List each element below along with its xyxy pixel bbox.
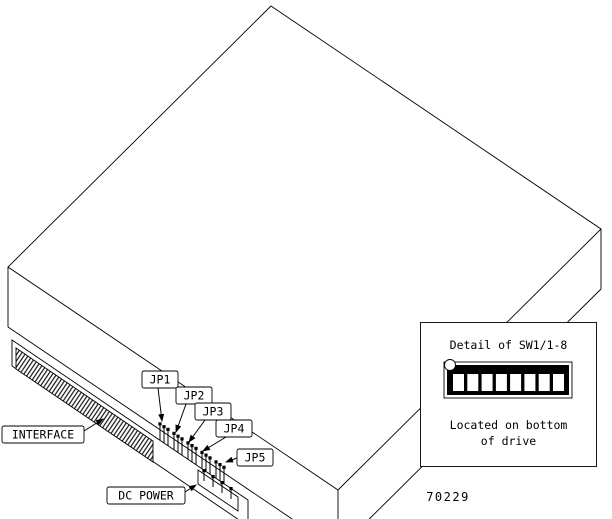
dip-switch-segment	[453, 374, 464, 391]
jp4-label: JP4	[224, 422, 245, 436]
dc-power-label: DC POWER	[118, 489, 173, 503]
interface-leader-line	[83, 418, 104, 432]
dip-switch	[443, 359, 573, 399]
dip-switch-outline	[443, 361, 573, 399]
interface-connector-pins	[15, 347, 154, 463]
callout-jp5: JP5	[236, 448, 274, 467]
jp2-label-box	[175, 386, 213, 405]
detail-box-caption-line2: of drive	[481, 434, 536, 448]
dip-switch-segment	[495, 374, 507, 391]
dip-switch-segment	[510, 374, 522, 391]
dip-switch-segment	[538, 374, 550, 391]
dip-switch-segment	[467, 374, 479, 391]
dc-power-connector	[197, 469, 239, 512]
dc-power-leader-line	[184, 484, 197, 493]
jp4-leader-line	[202, 436, 227, 452]
jp5-label-box	[236, 448, 274, 467]
interface-label-box	[1, 425, 85, 444]
detail-box-caption-line1: Located on bottom	[450, 418, 568, 432]
jp2-pins	[172, 431, 184, 456]
jp5-leader-line	[225, 456, 238, 463]
drive-bottom-left-edge	[7, 326, 293, 519]
callout-jp4: JP4	[215, 419, 253, 438]
callout-jp1: JP1	[141, 370, 179, 389]
jp2-label: JP2	[184, 389, 205, 403]
jp1-pins	[158, 422, 170, 446]
jp4-label-box	[215, 419, 253, 438]
interface-label: INTERFACE	[12, 428, 74, 442]
jp3-label-box	[194, 402, 232, 421]
detail-inset: Detail of SW1/1-8 Located on bottom of d…	[420, 322, 597, 467]
dip-switch-segment	[553, 374, 564, 391]
detail-box-title: Detail of SW1/1-8	[450, 338, 568, 352]
dc-power-label-box	[106, 486, 186, 505]
jp1-label-box	[141, 370, 179, 389]
dip-switch-segment	[481, 374, 493, 391]
jp4-pins	[200, 450, 212, 475]
callout-dc-power: DC POWER	[106, 486, 186, 505]
jp1-leader-line	[157, 387, 165, 422]
jp5-label: JP5	[245, 451, 266, 465]
dip-switch-segment	[524, 374, 536, 391]
callout-interface: INTERFACE	[1, 425, 85, 444]
dip-switch-body	[447, 365, 569, 395]
dip-switch-orientation-dot	[444, 359, 456, 371]
jp3-label: JP3	[203, 405, 224, 419]
jp3-pins	[186, 441, 198, 465]
callout-jp2: JP2	[175, 386, 213, 405]
figure-number: 70229	[426, 490, 470, 504]
callout-jp3: JP3	[194, 402, 232, 421]
jp3-leader-line	[188, 419, 206, 443]
callout-leaders	[83, 387, 238, 493]
jp1-label: JP1	[150, 373, 171, 387]
jp2-leader-line	[175, 403, 187, 433]
jp5-pins	[214, 460, 226, 484]
dc-power-connector-outline	[197, 469, 239, 512]
